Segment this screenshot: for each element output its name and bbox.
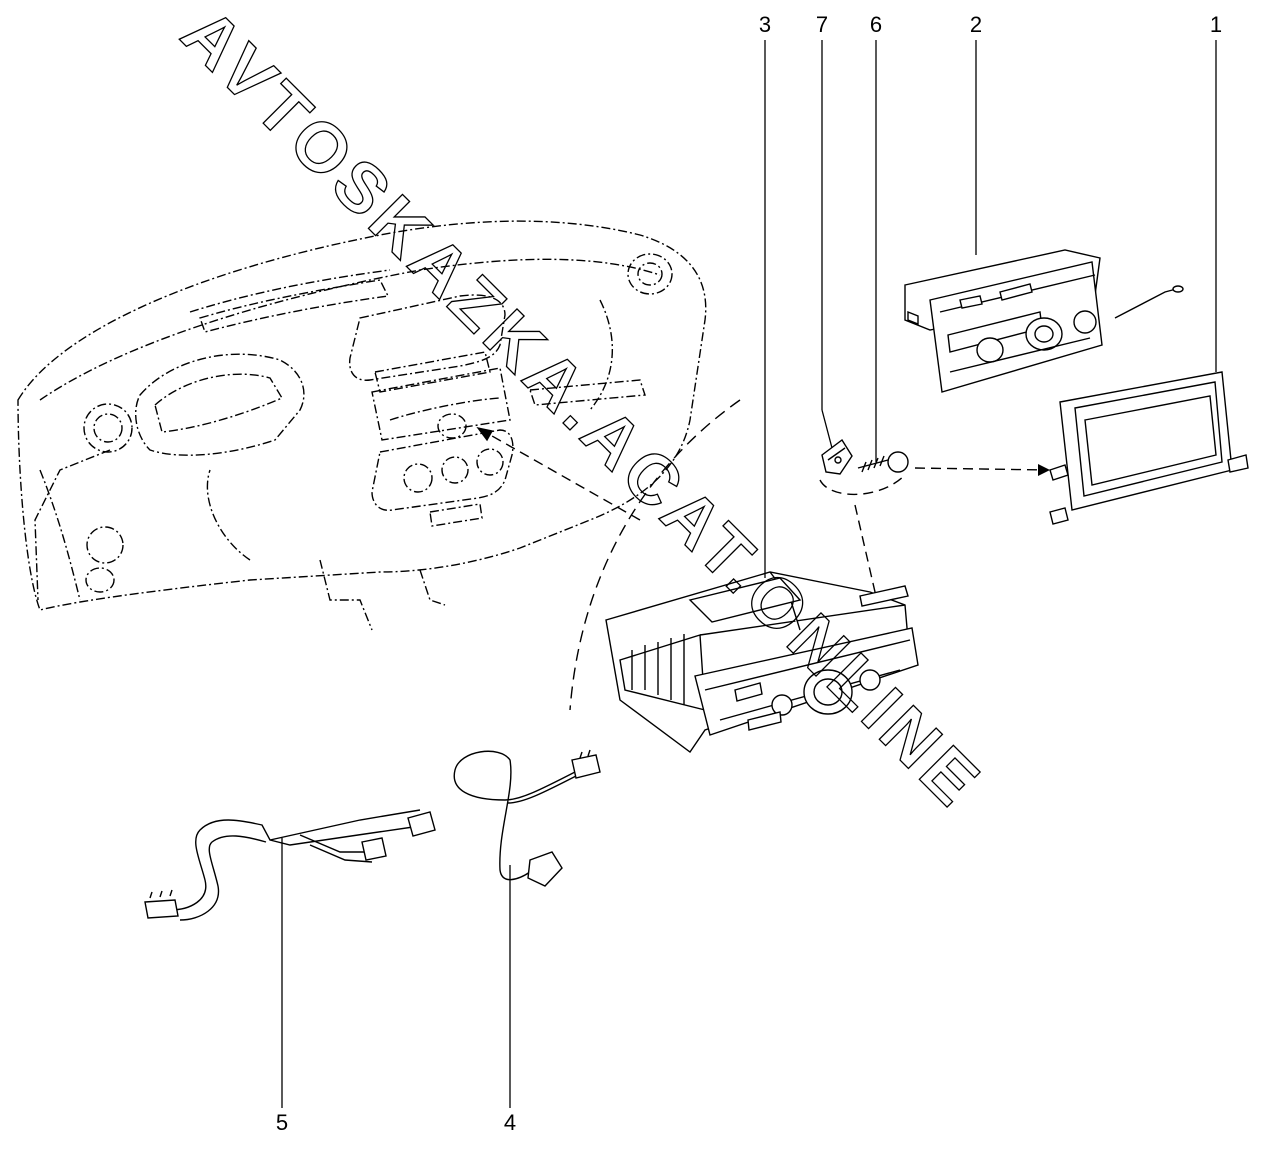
callout-6: 6 [869, 12, 883, 37]
watermark-text: AVTOSKAZKA.ACAT.ONLINE [167, 0, 997, 824]
callout-7: 7 [815, 12, 829, 37]
radio-front-panel-part [904, 249, 1184, 393]
clip-part [821, 438, 853, 475]
fastener-grouping [819, 467, 1049, 606]
callout-2: 2 [969, 12, 983, 37]
radio-frame-part [1049, 371, 1249, 525]
dashboard-outline [17, 220, 707, 631]
callout-4: 4 [503, 1110, 517, 1135]
callout-5: 5 [275, 1110, 289, 1135]
leader-lines [281, 40, 1217, 1108]
radio-unit-part [605, 571, 919, 753]
screw-part [857, 451, 909, 473]
callout-1: 1 [1209, 12, 1223, 37]
harness-part-5 [144, 809, 436, 921]
wire-part-4 [453, 749, 601, 887]
callout-3: 3 [758, 12, 772, 37]
mounting-arrow-to-dashboard [476, 426, 641, 521]
arrow-to-frame [1038, 464, 1050, 476]
assembly-arc [569, 399, 741, 711]
